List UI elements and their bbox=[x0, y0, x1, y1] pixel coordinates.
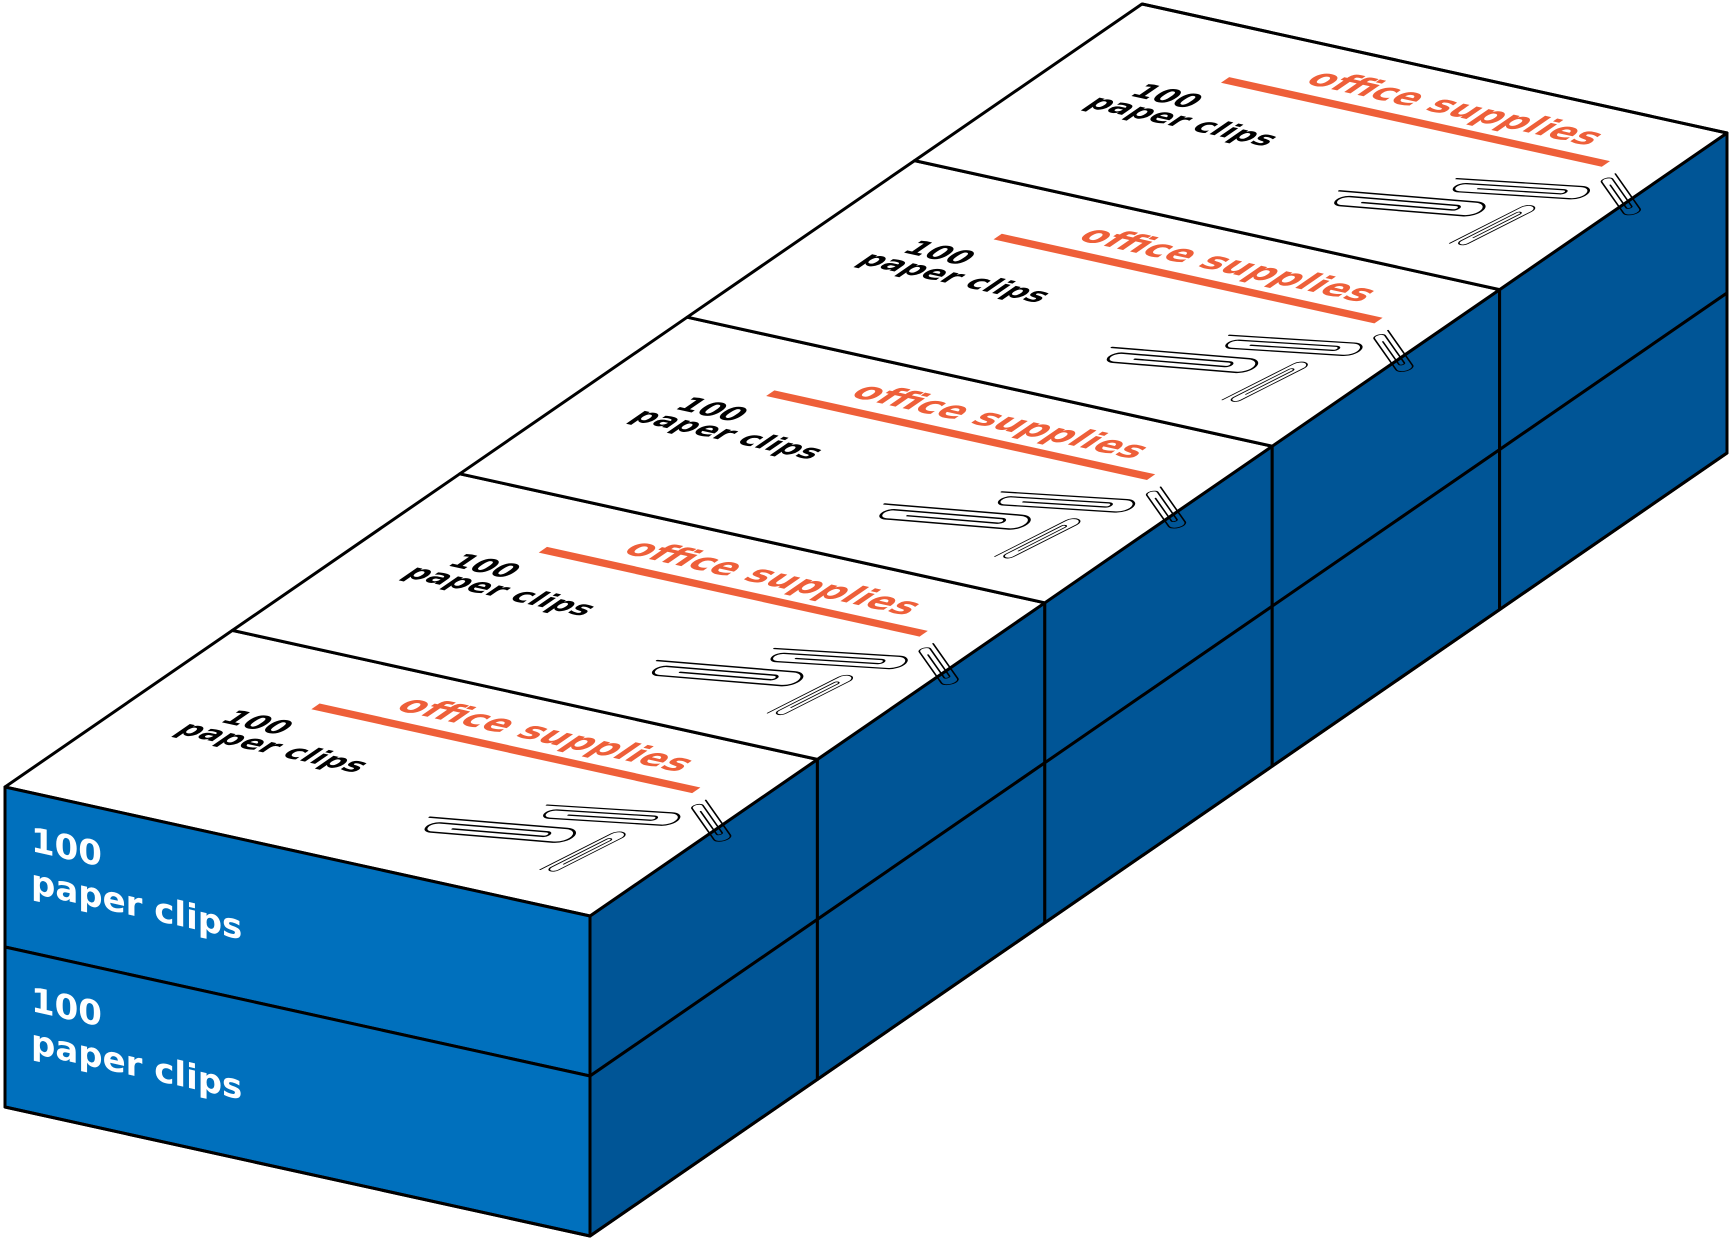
brand-underline bbox=[311, 703, 701, 794]
brand-underline bbox=[1220, 77, 1611, 167]
brand-underline bbox=[766, 390, 1156, 480]
stack-outline bbox=[3, 2, 1729, 1238]
brand-underline bbox=[993, 233, 1383, 324]
outline-edges bbox=[3, 2, 1729, 1238]
brand-underline bbox=[538, 546, 928, 637]
right-side-faces bbox=[588, 131, 1729, 1238]
